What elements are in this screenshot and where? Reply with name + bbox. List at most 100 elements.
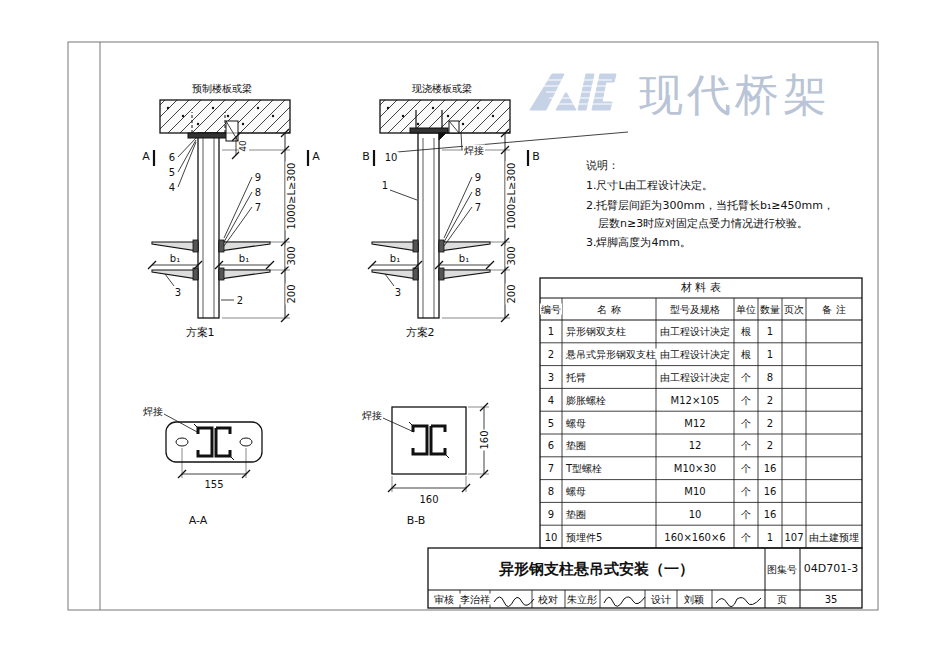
drawing-label: 160 xyxy=(479,429,490,450)
drawing-label: b₁ xyxy=(458,253,470,264)
drawing-label: 预制楼板或梁 xyxy=(191,83,253,94)
table-cell: 2 xyxy=(766,440,774,451)
table-cell: 1 xyxy=(547,326,555,337)
drawing-label: 300 xyxy=(506,245,517,266)
watermark: 现代桥架 xyxy=(638,71,832,119)
table-rule xyxy=(540,525,862,526)
table-cell: 1 xyxy=(766,349,774,360)
dimension-tick xyxy=(368,261,376,269)
leader-line xyxy=(178,142,196,187)
channel xyxy=(216,428,230,456)
dimension-tick xyxy=(435,261,443,269)
anchor-bolt xyxy=(192,112,193,133)
drawing-label: 3 xyxy=(394,287,402,298)
aggregate-dot xyxy=(432,107,434,109)
drawing-label: B xyxy=(361,151,371,163)
table-cell: 4 xyxy=(547,394,555,405)
drawing-label: A xyxy=(141,151,151,163)
table-cell: 预埋件5 xyxy=(565,531,603,542)
aggregate-dot xyxy=(167,107,169,109)
weld-symbol xyxy=(449,121,459,133)
table-rule xyxy=(734,298,735,548)
table-cell: 6 xyxy=(547,440,555,451)
table-rule xyxy=(540,320,862,321)
table-cell: 个 xyxy=(740,508,752,519)
table-cell: 5 xyxy=(547,417,555,428)
double-channel-profile xyxy=(409,422,449,458)
title-block-cell: 图集号 xyxy=(766,564,798,575)
aggregate-dot xyxy=(492,115,494,117)
drawing-label: 3 xyxy=(174,287,182,298)
dimension-tick xyxy=(501,146,509,154)
table-cell: 螺母 xyxy=(565,417,587,428)
note-text: 3.焊脚高度为4mm。 xyxy=(585,237,692,249)
drawing-label: 1000≥L≥300 xyxy=(506,162,517,231)
title-block-cell: 审核 xyxy=(433,594,455,605)
drawing-label: 6 xyxy=(168,152,176,163)
note-text: 层数n≥3时应对固定点受力情况进行校验。 xyxy=(597,218,809,230)
column-flange xyxy=(214,138,215,318)
drawing-title: 异形钢支柱悬吊式安装（一） xyxy=(498,561,695,578)
dimension-tick xyxy=(501,129,509,137)
dimension-tick xyxy=(194,261,202,269)
extension-line xyxy=(222,150,290,151)
drawing-label: 8 xyxy=(474,187,482,198)
drawing-label: B xyxy=(531,151,541,163)
dimension-line xyxy=(152,265,198,266)
double-channel-profile xyxy=(194,424,234,460)
t-bolt xyxy=(439,268,444,280)
aggregate-dot xyxy=(257,107,259,109)
table-cell: 由工程设计决定 xyxy=(659,372,731,383)
table-cell: 16 xyxy=(763,463,778,474)
table-cell: 编号 xyxy=(540,304,562,315)
leader-line xyxy=(390,190,417,200)
channel xyxy=(198,428,212,456)
title-rule xyxy=(712,590,713,608)
table-cell: 由工程设计决定 xyxy=(659,349,731,360)
extension-line xyxy=(222,318,290,319)
bracket-arm xyxy=(219,242,270,251)
embedded-plate xyxy=(392,407,466,474)
logo-stripe xyxy=(543,85,612,86)
title-block xyxy=(428,548,862,608)
table-cell: 页次 xyxy=(783,304,805,315)
bracket-arm xyxy=(439,270,490,279)
table-rule xyxy=(540,388,862,389)
extension-line xyxy=(442,133,510,134)
table-rule xyxy=(540,411,862,412)
t-bolt xyxy=(439,240,444,252)
table-rule xyxy=(540,298,862,299)
table-cell: 数量 xyxy=(759,304,781,315)
title-block-cell: 35 xyxy=(824,594,839,605)
title-rule xyxy=(600,590,601,608)
title-block-cell: 页 xyxy=(776,594,788,605)
table-rule xyxy=(782,298,783,548)
drawing-label: 焊接 xyxy=(463,145,485,156)
aggregate-dot xyxy=(402,115,404,117)
table-cell: M12×105 xyxy=(670,394,721,405)
aggregate-dot xyxy=(242,123,244,125)
title-block-cell: 刘颖 xyxy=(683,594,705,605)
drawing-label: b₁ xyxy=(169,253,181,264)
drawing-label: 160 xyxy=(418,494,439,505)
logo-stripe xyxy=(552,103,612,104)
drawing-label: A-A xyxy=(188,515,209,527)
drawing-label: 155 xyxy=(203,479,224,490)
dimension-tick xyxy=(480,403,488,411)
table-rule xyxy=(540,479,862,480)
drawing-label: 焊接 xyxy=(142,406,164,417)
table-cell: 膨胀螺栓 xyxy=(565,394,607,405)
table-cell: M10 xyxy=(683,486,706,497)
aggregate-dot xyxy=(227,115,229,117)
hatch-line xyxy=(380,100,397,133)
dimension-tick xyxy=(215,261,223,269)
weld-mark xyxy=(194,424,234,460)
dimension-line xyxy=(182,474,246,475)
column-flange xyxy=(434,138,435,318)
hatch-line xyxy=(484,100,510,133)
drawing-label: 方案2 xyxy=(405,327,436,339)
drawing-label: B-B xyxy=(406,515,427,527)
signature xyxy=(716,598,761,607)
drawing-label: b₁ xyxy=(389,253,401,264)
